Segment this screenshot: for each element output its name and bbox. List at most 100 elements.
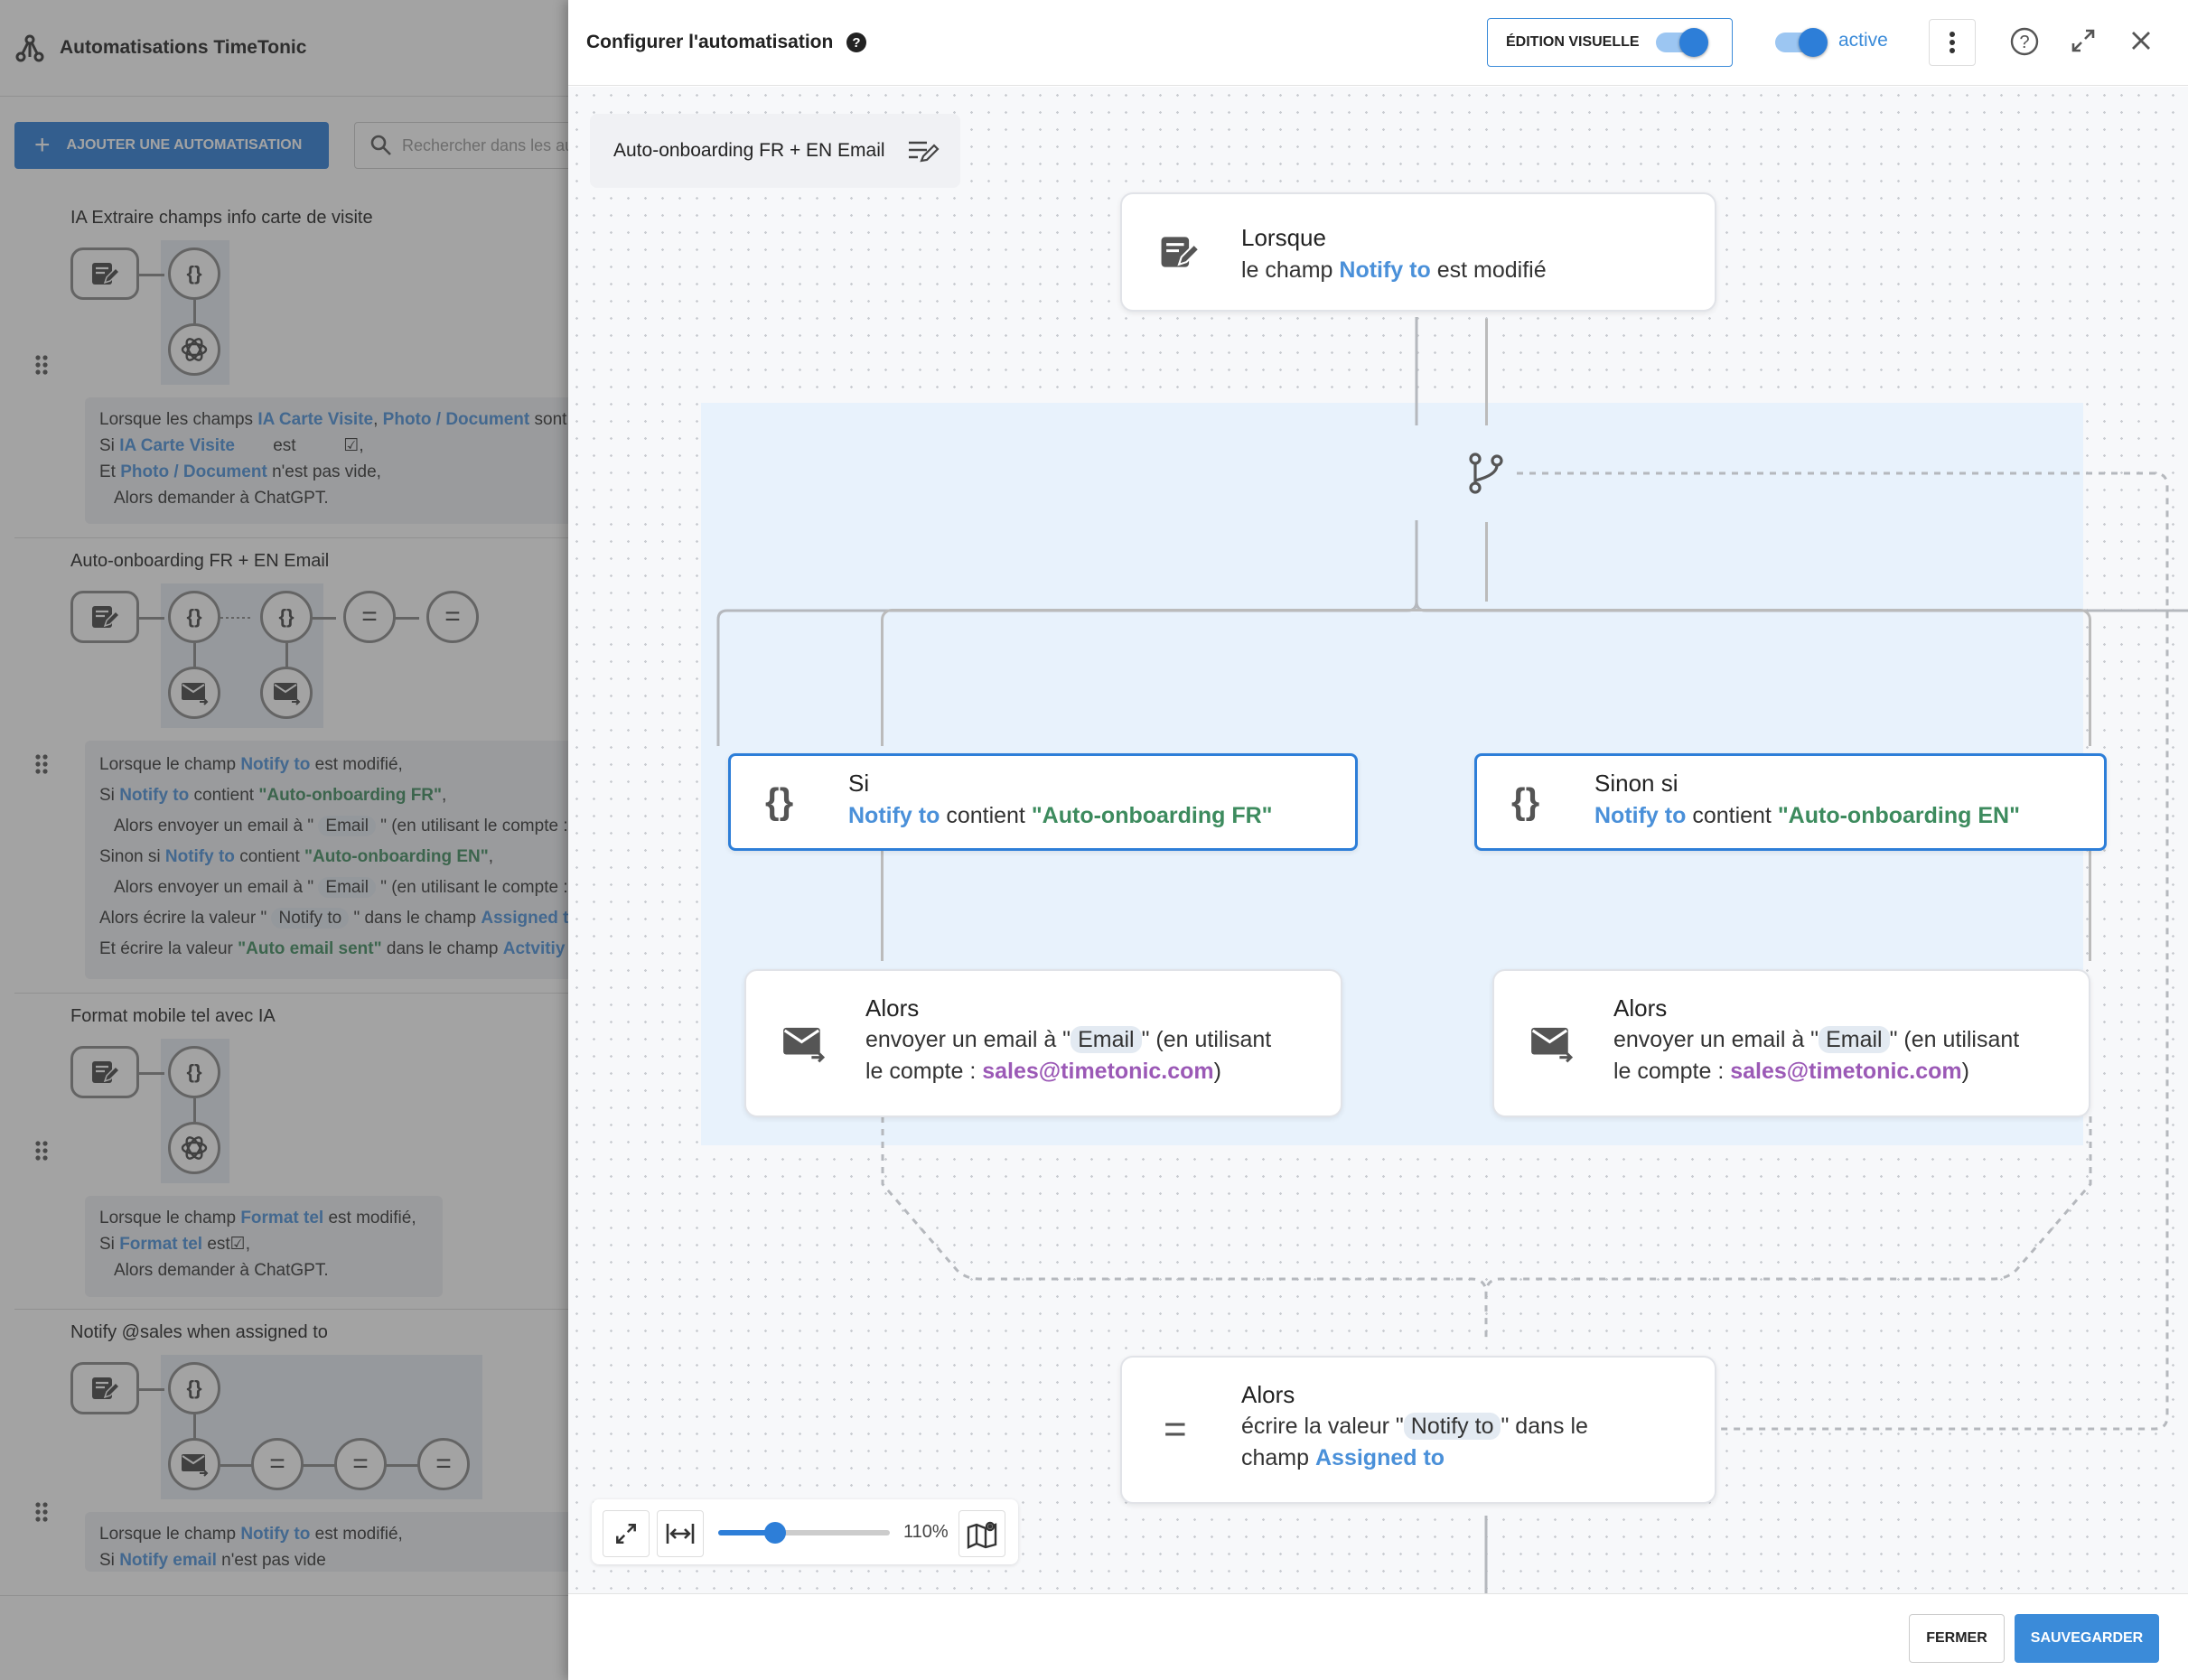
add-automation-button[interactable]: + AJOUTER UNE AUTOMATISATION <box>14 122 329 169</box>
connector <box>2089 625 2091 746</box>
condition-else-operator: contient <box>1686 803 1778 828</box>
zoom-slider[interactable] <box>718 1522 890 1544</box>
action-text: " dans le <box>1501 1414 1588 1439</box>
connector <box>881 851 884 961</box>
active-label: active <box>1838 30 1888 51</box>
action-text: le compte : <box>865 1059 983 1084</box>
connector <box>1485 319 1488 425</box>
visual-edit-switch[interactable] <box>1656 28 1708 57</box>
connector <box>881 625 884 746</box>
save-button[interactable]: SAUVEGARDER <box>2015 1614 2159 1663</box>
visual-edit-label: ÉDITION VISUELLE <box>1506 34 1640 50</box>
more-options-icon[interactable] <box>1929 19 1976 66</box>
condition-if-field: Notify to <box>848 803 940 828</box>
connector <box>193 300 196 327</box>
chatgpt-icon <box>168 323 220 376</box>
trigger-edit-icon <box>70 1046 139 1098</box>
close-icon[interactable] <box>2126 25 2156 56</box>
action-text: ) <box>1961 1059 1969 1084</box>
action-heading: Alors <box>1241 1381 1295 1408</box>
automation-logo-icon <box>14 33 45 63</box>
trigger-edit-icon <box>70 247 139 300</box>
workflow-name-box[interactable]: Auto-onboarding FR + EN Email <box>590 114 960 188</box>
connector <box>137 1388 164 1391</box>
automation-name: Format mobile tel avec IA <box>70 1006 276 1026</box>
condition-else-value: "Auto-onboarding EN" <box>1777 803 2020 828</box>
workflow-name: Auto-onboarding FR + EN Email <box>613 140 885 161</box>
trigger-card[interactable]: Lorsque le champ Notify to est modifié <box>1120 192 1716 312</box>
trigger-edit-icon <box>70 591 139 643</box>
minimap-icon[interactable] <box>958 1510 1005 1557</box>
svg-text:?: ? <box>853 35 861 51</box>
condition-if-heading: Si <box>848 770 870 797</box>
workflow-canvas[interactable]: Auto-onboarding FR + EN Email <box>568 87 2188 1593</box>
fit-view-expand-icon[interactable] <box>603 1510 650 1557</box>
condition-braces-icon: {} <box>1511 781 1540 822</box>
automation-search-input[interactable]: Rechercher dans les automatisations <box>354 122 569 169</box>
automation-description: Lorsque les champs IA Carte Visite, Phot… <box>85 397 569 524</box>
search-icon <box>369 134 402 157</box>
set-value-action-card[interactable]: = Alors écrire la valeur "Notify to" dan… <box>1120 1356 1716 1504</box>
email-send-icon <box>781 1023 826 1063</box>
connector <box>193 1098 196 1125</box>
close-button[interactable]: FERMER <box>1909 1614 2005 1663</box>
value-chip: Notify to <box>1403 1413 1501 1440</box>
chatgpt-icon <box>168 1122 220 1174</box>
search-placeholder: Rechercher dans les automatisations <box>402 135 569 154</box>
help-circle-icon[interactable]: ? <box>846 32 867 53</box>
automation-name: Notify @sales when assigned to <box>70 1322 328 1342</box>
connector <box>2089 851 2091 961</box>
modal-title: Configurer l'automatisation <box>586 32 834 52</box>
set-value-icon: = <box>426 591 479 643</box>
zoom-slider-thumb[interactable] <box>764 1522 786 1544</box>
condition-braces-icon: {} <box>260 591 313 643</box>
rename-edit-icon[interactable] <box>885 138 940 163</box>
send-email-action-card[interactable]: Alors envoyer un email à "Email" (en uti… <box>1492 969 2090 1117</box>
modal-title-wrap: Configurer l'automatisation ? <box>586 32 867 53</box>
condition-if-card[interactable]: {} Si Notify to contient "Auto-onboardin… <box>728 753 1358 851</box>
drag-handle-icon[interactable] <box>34 1140 49 1162</box>
connector <box>285 643 288 670</box>
automations-sidebar: Automatisations TimeTonic + AJOUTER UNE … <box>0 0 569 1680</box>
drag-handle-icon[interactable] <box>34 753 49 775</box>
condition-else-if-card[interactable]: {} Sinon si Notify to contient "Auto-onb… <box>1474 753 2107 851</box>
automation-name: Auto-onboarding FR + EN Email <box>70 551 330 571</box>
trigger-edit-icon <box>1156 229 1202 275</box>
expand-icon[interactable] <box>2068 25 2099 56</box>
branch-fork-icon[interactable] <box>1461 448 1511 499</box>
condition-braces-icon: {} <box>168 1362 220 1414</box>
svg-text:?: ? <box>2019 33 2029 52</box>
drag-handle-icon[interactable] <box>34 1501 49 1523</box>
condition-braces-icon: {} <box>168 591 220 643</box>
zoom-controls: 110% <box>592 1499 1018 1564</box>
automation-description: Lorsque le champ Notify to est modifié, … <box>85 1512 569 1572</box>
automation-item[interactable]: Auto-onboarding FR + EN Email {} {} = = … <box>14 538 569 994</box>
automation-item[interactable]: IA Extraire champs info carte de visite … <box>14 195 569 538</box>
help-icon[interactable]: ? <box>2008 25 2041 58</box>
condition-braces-icon: {} <box>765 781 794 822</box>
automation-name: IA Extraire champs info carte de visite <box>70 208 373 228</box>
email-send-icon <box>1529 1023 1574 1063</box>
condition-braces-icon: {} <box>168 247 220 300</box>
automation-item[interactable]: Format mobile tel avec IA {} Lorsque le … <box>14 994 569 1310</box>
sidebar-title: Automatisations TimeTonic <box>60 37 307 58</box>
action-text: " (en utilisant <box>1889 1027 2020 1052</box>
automation-description: Lorsque le champ Notify to est modifié, … <box>85 741 569 979</box>
automation-item[interactable]: Notify @sales when assigned to {} = = = … <box>14 1310 569 1572</box>
set-value-icon: = <box>417 1438 470 1490</box>
connector <box>137 1072 164 1075</box>
send-email-action-card[interactable]: Alors envoyer un email à "Email" (en uti… <box>744 969 1342 1117</box>
merge-dashed-lines <box>881 471 2169 1593</box>
fit-width-icon[interactable] <box>657 1510 704 1557</box>
connector <box>137 274 164 276</box>
action-heading: Alors <box>865 994 920 1022</box>
email-account: sales@timetonic.com <box>1730 1059 1962 1084</box>
modal-footer: FERMER SAUVEGARDER <box>568 1593 2188 1680</box>
set-value-icon: = <box>1164 1407 1187 1451</box>
trigger-field: Notify to <box>1339 257 1431 283</box>
trigger-edit-icon <box>70 1362 139 1414</box>
action-text: " (en utilisant <box>1141 1027 1272 1052</box>
visual-edit-toggle[interactable]: ÉDITION VISUELLE <box>1487 18 1733 67</box>
active-switch[interactable] <box>1775 28 1828 57</box>
drag-handle-icon[interactable] <box>34 354 49 376</box>
